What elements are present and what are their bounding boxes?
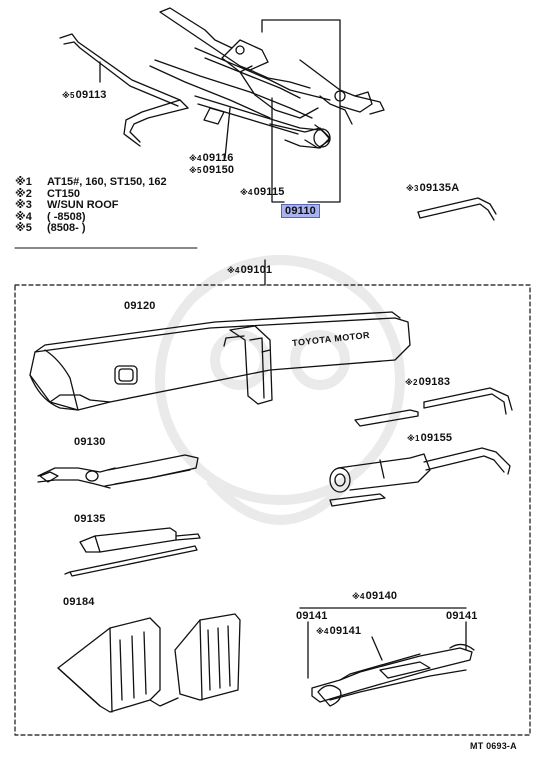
lug-wrench-drawing: [354, 387, 513, 427]
part-label-09101: ※409101: [227, 264, 273, 276]
box-wrench-drawing: [329, 447, 511, 507]
mark-09140: ※4: [352, 592, 365, 601]
mark-09155: ※1: [407, 434, 420, 443]
screwdriver-drawing: [64, 527, 201, 577]
mark-09135A: ※3: [406, 184, 419, 193]
part-label-09116: ※409116: [189, 152, 234, 164]
part-label-09130: 09130: [74, 436, 106, 448]
note-row: ※5(8508- ): [15, 222, 86, 234]
part-label-09141-right: 09141: [446, 610, 478, 622]
part-label-09113: ※509113: [62, 89, 107, 101]
note-row: ※4( -8508): [15, 210, 86, 223]
mark-09116: ※4: [189, 154, 202, 163]
mark-09183: ※2: [405, 378, 418, 387]
part-label-09110[interactable]: 09110: [281, 204, 320, 218]
pliers-drawing: [37, 454, 199, 489]
tool-bag-drawing: [29, 311, 411, 411]
part-label-09140: ※409140: [352, 590, 398, 602]
highlighted-part-09110[interactable]: 09110: [281, 204, 320, 218]
watermark-emblem: [155, 255, 405, 525]
part-label-09135: 09135: [74, 513, 106, 525]
jack-handle-drawing: [59, 33, 189, 147]
part-label-09120: 09120: [124, 300, 156, 312]
part-label-09184: 09184: [63, 596, 95, 608]
scissor-jack-drawing: [149, 7, 385, 149]
part-label-09135A: ※309135A: [406, 182, 460, 194]
callout-lines: [99, 19, 341, 286]
mark-09141: ※4: [316, 627, 329, 636]
part-label-09155: ※109155: [407, 432, 453, 444]
mark-09115: ※4: [240, 188, 253, 197]
part-label-09141-center: ※409141: [316, 625, 362, 637]
hex-wrench-drawing: [417, 197, 497, 221]
mark-09101: ※4: [227, 266, 240, 275]
diagram-code: MT 0693-A: [470, 741, 517, 751]
wheel-chocks-drawing: [57, 613, 241, 713]
mark-09150: ※5: [189, 166, 202, 175]
part-label-09150: ※509150: [189, 164, 235, 176]
part-label-09115: ※409115: [240, 186, 285, 198]
tool-kit-box: [14, 284, 531, 736]
wrench-set-drawing: [299, 607, 475, 707]
part-label-09183: ※209183: [405, 376, 451, 388]
mark-09113: ※5: [62, 91, 75, 100]
part-label-09141-left: 09141: [296, 610, 328, 622]
extension-bar-drawing: [194, 95, 331, 149]
